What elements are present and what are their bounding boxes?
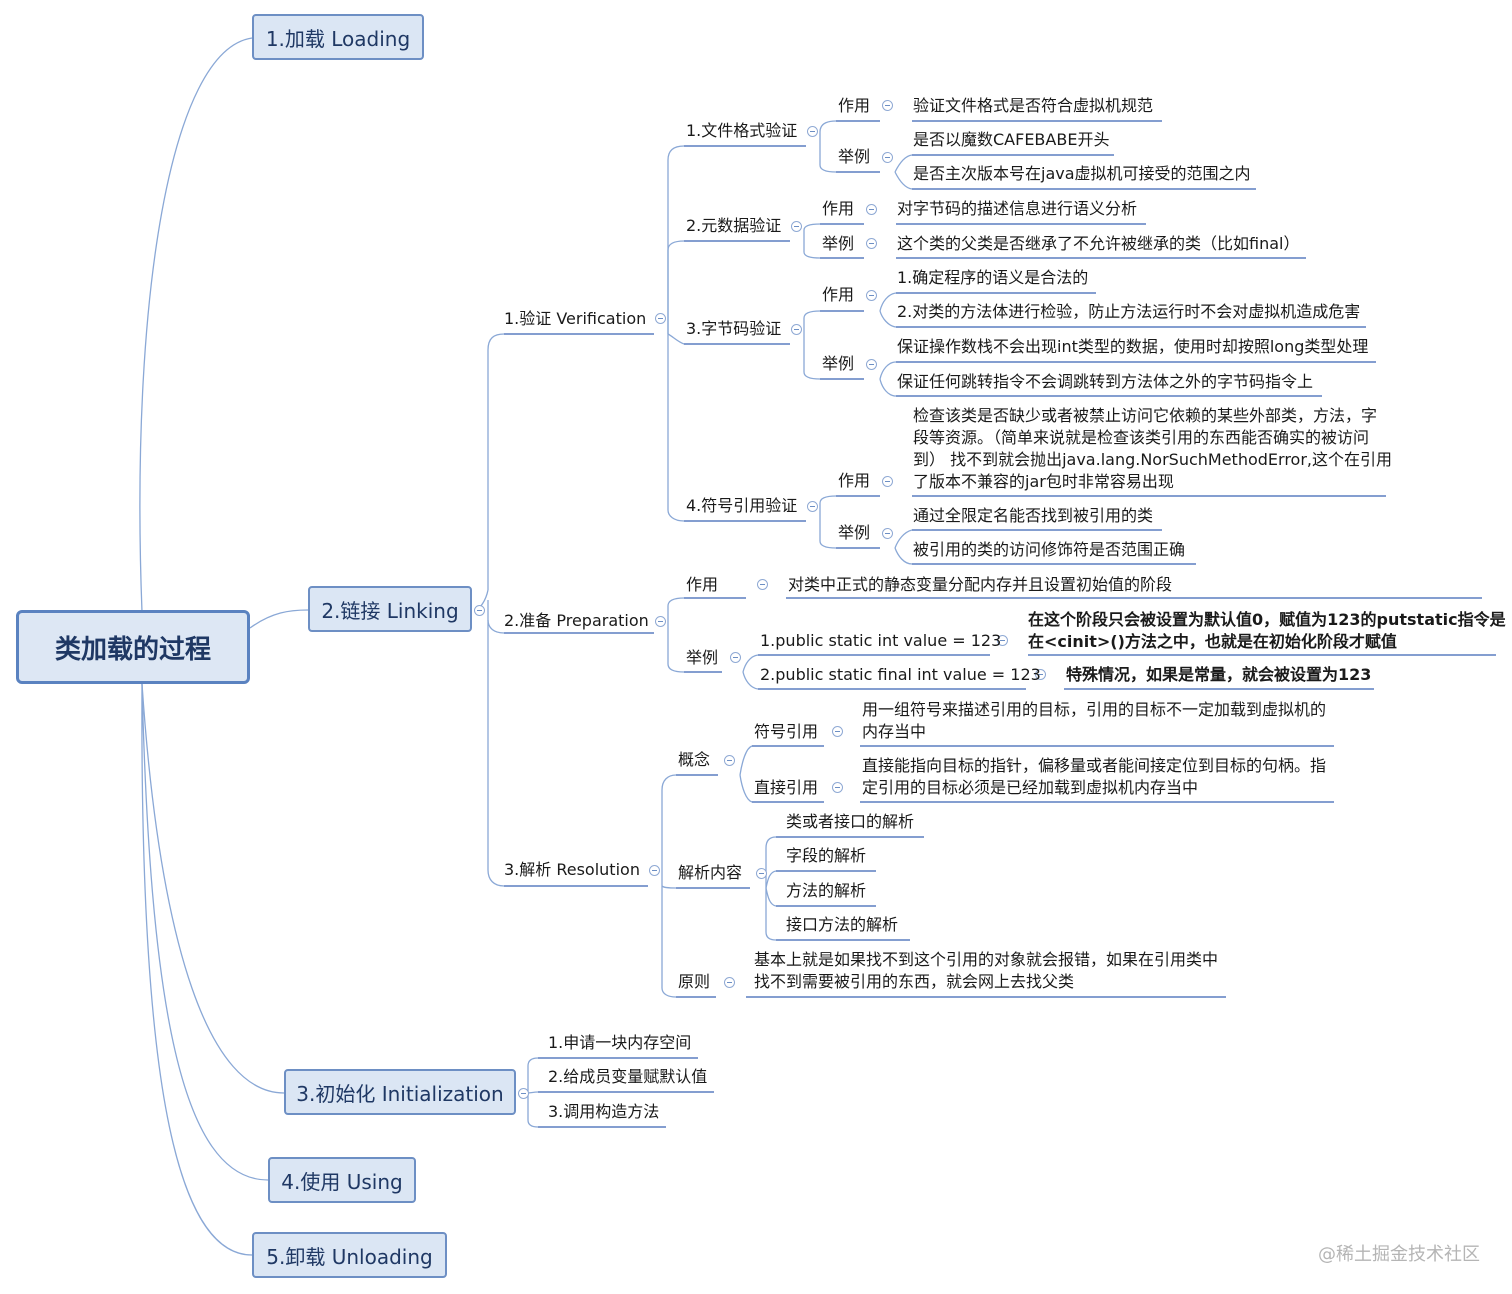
watermark: @稀土掘金技术社区 <box>1318 1244 1480 1265</box>
direct-reference-line-1: 直接能指向目标的指针，偏移量或者能间接定位到目标的句柄。指 <box>862 756 1327 775</box>
metadata-role-text: 对字节码的描述信息进行语义分析 <box>897 199 1138 218</box>
verification-label[interactable]: 1.验证 Verification <box>504 309 647 328</box>
step-initialization[interactable]: 3.初始化 Initialization <box>284 1069 516 1115</box>
bytecode-check-label[interactable]: 3.字节码验证 <box>686 319 782 338</box>
step-linking[interactable]: 2.链接 Linking <box>308 586 472 632</box>
bytecode-role-label[interactable]: 作用 <box>822 285 855 304</box>
collapse-icon[interactable] <box>832 726 843 737</box>
collapse-icon[interactable] <box>882 476 893 487</box>
collapse-icon[interactable] <box>866 204 877 215</box>
file-format-example-2: 是否主次版本号在java虚拟机可接受的范围之内 <box>913 164 1251 183</box>
preparation-example-2[interactable]: 2.public static final int value = 123 <box>760 665 1041 684</box>
file-format-role-text: 验证文件格式是否符合虚拟机规范 <box>913 96 1154 115</box>
collapse-icon[interactable] <box>882 100 893 111</box>
step-initialization-label: 3.初始化 Initialization <box>296 1081 504 1106</box>
root-node[interactable]: 类加载的过程 <box>16 610 250 684</box>
resolution-content-3: 方法的解析 <box>786 881 867 900</box>
symbol-ref-role-label[interactable]: 作用 <box>838 471 871 490</box>
metadata-example-label[interactable]: 举例 <box>822 234 855 253</box>
step-unloading-label: 5.卸载 Unloading <box>266 1244 433 1269</box>
resolution-content-1: 类或者接口的解析 <box>786 812 915 831</box>
step-loading[interactable]: 1.加载 Loading <box>252 14 424 60</box>
collapse-icon[interactable] <box>1035 669 1046 680</box>
symbol-ref-example-label[interactable]: 举例 <box>838 523 871 542</box>
resolution-principle-label[interactable]: 原则 <box>678 972 711 991</box>
collapse-icon[interactable] <box>997 635 1008 646</box>
collapse-icon[interactable] <box>724 755 735 766</box>
root-node-label: 类加载的过程 <box>54 634 211 665</box>
resolution-principle-line-1: 基本上就是如果找不到这个引用的对象就会报错，如果在引用类中 <box>754 950 1219 969</box>
collapse-icon[interactable] <box>882 528 893 539</box>
bytecode-example-2: 保证任何跳转指令不会调跳转到方法体之外的字节码指令上 <box>897 372 1314 391</box>
resolution-content-label[interactable]: 解析内容 <box>678 863 743 882</box>
resolution-concept-label[interactable]: 概念 <box>678 750 711 769</box>
symbolic-reference-line-1: 用一组符号来描述引用的目标，引用的目标不一定加载到虚拟机的 <box>862 700 1327 719</box>
collapse-icon[interactable] <box>724 977 735 988</box>
symbol-ref-role-line-4: 了版本不兼容的jar包时非常容易出现 <box>913 472 1174 491</box>
collapse-icon[interactable] <box>807 501 818 512</box>
preparation-example-1-note-line-2: 在<cinit>()方法之中，也就是在初始化阶段才赋值 <box>1028 632 1397 651</box>
collapse-icon[interactable] <box>791 221 802 232</box>
collapse-icon[interactable] <box>474 605 485 616</box>
metadata-example-text: 这个类的父类是否继承了不允许被继承的类（比如final） <box>897 234 1300 253</box>
symbol-ref-role-line-1: 检查该类是否缺少或者被禁止访问它依赖的某些外部类，方法，字 <box>913 406 1378 425</box>
step-unloading[interactable]: 5.卸载 Unloading <box>252 1232 447 1278</box>
preparation-example-label[interactable]: 举例 <box>686 648 719 667</box>
symbolic-reference-line-2: 内存当中 <box>862 722 927 741</box>
resolution-content-2: 字段的解析 <box>786 846 867 865</box>
resolution-label[interactable]: 3.解析 Resolution <box>504 860 640 879</box>
preparation-label[interactable]: 2.准备 Preparation <box>504 611 649 630</box>
bytecode-example-1: 保证操作数栈不会出现int类型的数据，使用时却按照long类型处理 <box>897 337 1369 356</box>
preparation-role-text: 对类中正式的静态变量分配内存并且设置初始值的阶段 <box>788 575 1173 594</box>
collapse-icon[interactable] <box>730 652 741 663</box>
step-using[interactable]: 4.使用 Using <box>268 1157 416 1203</box>
bytecode-role-2: 2.对类的方法体进行检验，防止方法运行时不会对虚拟机造成危害 <box>897 302 1361 321</box>
collapse-icon[interactable] <box>655 616 666 627</box>
preparation-example-2-note: 特殊情况，如果是常量，就会被设置为123 <box>1066 665 1372 684</box>
file-format-example-label[interactable]: 举例 <box>838 147 871 166</box>
resolution-content-4: 接口方法的解析 <box>786 915 899 934</box>
collapse-icon[interactable] <box>807 126 818 137</box>
collapse-icon[interactable] <box>757 579 768 590</box>
symbol-ref-check-label[interactable]: 4.符号引用验证 <box>686 496 798 515</box>
bytecode-role-1: 1.确定程序的语义是合法的 <box>897 268 1089 287</box>
metadata-check-label[interactable]: 2.元数据验证 <box>686 216 782 235</box>
collapse-icon[interactable] <box>649 865 660 876</box>
file-format-role-label[interactable]: 作用 <box>838 96 871 115</box>
resolution-principle-line-2: 找不到需要被引用的东西，就会网上去找父类 <box>754 972 1075 991</box>
symbol-ref-role-line-3: 到） 找不到就会抛出java.lang.NorSuchMethodError,这… <box>913 450 1392 469</box>
file-format-check-label[interactable]: 1.文件格式验证 <box>686 121 798 140</box>
collapse-icon[interactable] <box>866 359 877 370</box>
direct-reference-label[interactable]: 直接引用 <box>754 778 819 797</box>
collapse-icon[interactable] <box>832 782 843 793</box>
symbol-ref-example-2: 被引用的类的访问修饰符是否范围正确 <box>913 540 1186 559</box>
collapse-icon[interactable] <box>655 313 666 324</box>
step-loading-label: 1.加载 Loading <box>265 26 411 51</box>
init-step-2: 2.给成员变量赋默认值 <box>548 1067 708 1086</box>
symbolic-reference-label[interactable]: 符号引用 <box>754 722 819 741</box>
step-using-label: 4.使用 Using <box>281 1169 403 1194</box>
collapse-icon[interactable] <box>756 868 767 879</box>
init-step-3: 3.调用构造方法 <box>548 1102 660 1121</box>
symbol-ref-example-1: 通过全限定名能否找到被引用的类 <box>913 506 1154 525</box>
step-linking-label: 2.链接 Linking <box>321 598 459 623</box>
init-step-1: 1.申请一块内存空间 <box>548 1033 692 1052</box>
bytecode-example-label[interactable]: 举例 <box>822 354 855 373</box>
preparation-role-label[interactable]: 作用 <box>686 575 719 594</box>
collapse-icon[interactable] <box>518 1088 529 1099</box>
collapse-icon[interactable] <box>866 290 877 301</box>
symbol-ref-role-line-2: 段等资源。（简单来说就是检查该类引用的东西能否确实的被访问 <box>913 428 1370 447</box>
direct-reference-line-2: 定引用的目标必须是已经加载到虚拟机内存当中 <box>862 778 1199 797</box>
preparation-example-1[interactable]: 1.public static int value = 123 <box>760 631 1002 650</box>
file-format-example-1: 是否以魔数CAFEBABE开头 <box>913 130 1110 149</box>
preparation-example-1-note-line-1: 在这个阶段只会被设置为默认值0，赋值为123的putstatic指令是 <box>1028 610 1506 629</box>
metadata-role-label[interactable]: 作用 <box>822 199 855 218</box>
collapse-icon[interactable] <box>882 152 893 163</box>
collapse-icon[interactable] <box>866 238 877 249</box>
collapse-icon[interactable] <box>791 324 802 335</box>
